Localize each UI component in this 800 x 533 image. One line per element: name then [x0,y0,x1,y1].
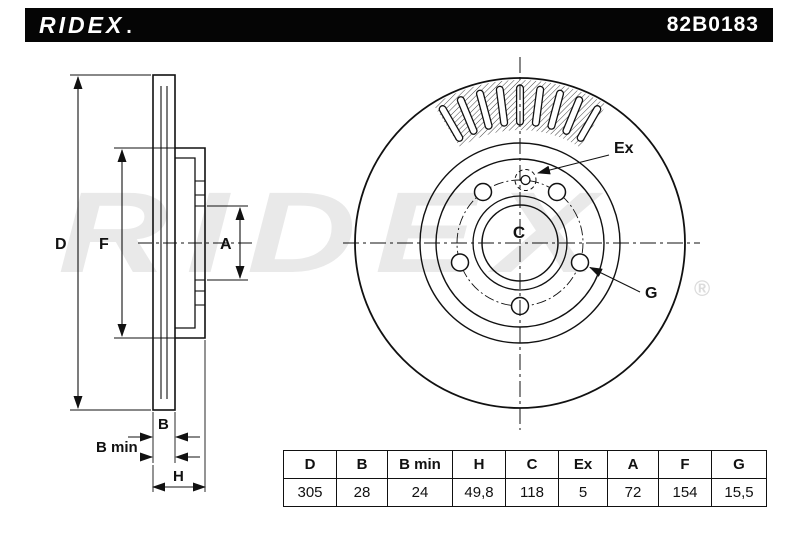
front-view-drawing [343,57,700,430]
spec-value: 5 [558,478,608,507]
part-number: 82B0183 [666,13,759,36]
spec-header: B [336,450,388,479]
spec-value: 24 [387,478,453,507]
spec-header: D [283,450,337,479]
label-ex: Ex [614,140,634,157]
spec-header: H [452,450,506,479]
brand-logo-mark: . [126,15,135,38]
spec-value: 15,5 [711,478,767,507]
dim-label-d: D [55,236,67,253]
spec-header: B min [387,450,453,479]
dim-label-b: B [158,416,169,433]
dim-label-f: F [99,236,109,253]
spec-value: 49,8 [452,478,506,507]
spec-header: G [711,450,767,479]
brand-watermark: RIDEX [58,169,615,297]
g-leader-line [589,267,641,293]
spec-header: Ex [558,450,608,479]
brand-logo-text: RIDEX [39,11,125,38]
spec-header: F [658,450,712,479]
label-c: C [513,223,525,242]
spec-value: 154 [658,478,712,507]
section-dimensions [70,74,248,492]
spec-header: C [505,450,559,479]
spec-table-header-row: D B B min H C Ex A F G [283,450,767,479]
header-bar: RIDEX . 82B0183 [25,8,773,42]
spec-value: 72 [607,478,659,507]
spec-value: 28 [336,478,388,507]
ex-hole-dashed-ring [514,169,537,191]
spec-value: 305 [283,478,337,507]
dim-label-h: H [173,468,184,485]
spec-value: 118 [505,478,559,507]
registered-trademark-icon: ® [694,276,711,301]
hat-outline [175,147,206,339]
ex-leader-line [537,154,610,175]
spec-table-value-row: 305 28 24 49,8 118 5 72 154 15,5 [283,478,767,507]
section-view-drawing [138,74,256,411]
label-g: G [645,285,657,302]
dim-label-a: A [220,236,232,253]
spec-table: D B B min H C Ex A F G 305 28 24 49,8 11… [283,450,767,507]
dim-label-bmin: B min [96,439,138,456]
bolt-holes [450,182,590,316]
brand-logo: RIDEX . [39,12,135,39]
spec-header: A [607,450,659,479]
ex-hole [520,174,531,186]
